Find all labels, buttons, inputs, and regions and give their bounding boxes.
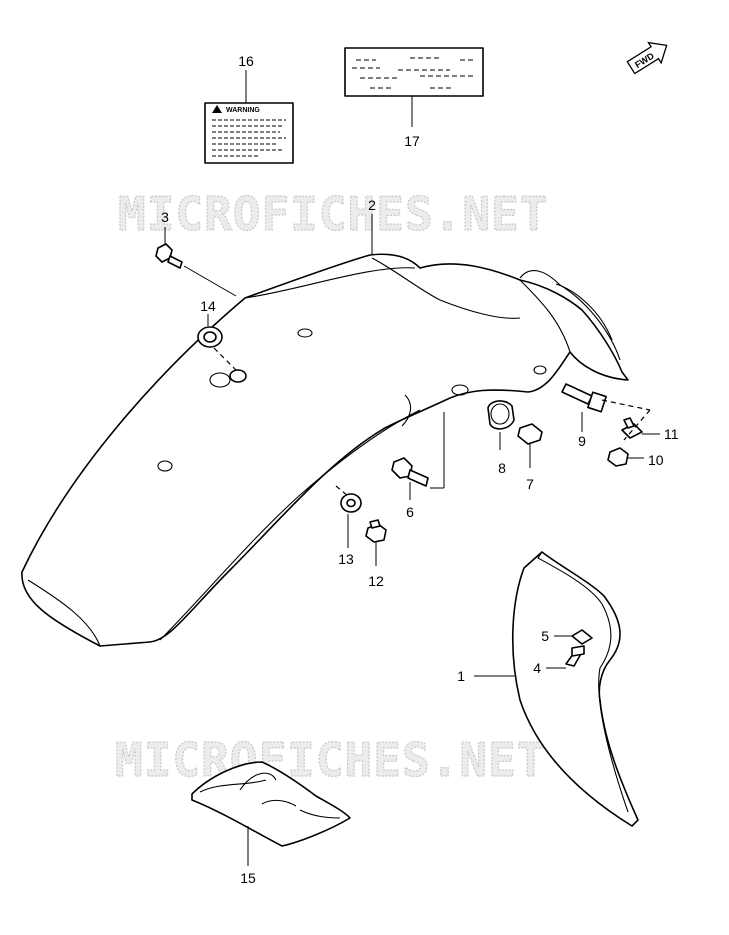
watermark-bottom: MICROFICHES.NET [115,733,545,787]
callout-16: 16 [238,53,254,69]
clip-5-part [571,629,593,645]
callout-6: 6 [406,504,414,520]
callout-14: 14 [200,298,216,314]
info-label-part [344,47,484,97]
dash-9-10 [601,399,651,411]
callout-7: 7 [526,476,534,492]
rear-fender-part [21,253,629,647]
nut-10-part [607,447,629,467]
bushing-8-part [487,400,515,430]
bag-15-part [191,761,351,847]
collar-7-part [517,423,543,445]
callout-4: 4 [533,660,541,676]
washer-13-part [340,493,362,513]
dash-14 [213,347,239,373]
warning-label-part: WARNING [204,102,294,164]
screw-3-part [155,243,183,269]
callout-10: 10 [648,452,664,468]
callout-5: 5 [541,628,549,644]
washer-14-part [197,326,247,383]
callout-17: 17 [404,133,420,149]
dash-13 [335,485,349,497]
fwd-arrow-icon: FWD [626,41,668,75]
callout-15: 15 [240,870,256,886]
bolt-6-part [391,457,429,487]
bolt-9-part [561,383,607,413]
callout-12: 12 [368,573,384,589]
callout-9: 9 [578,433,586,449]
dash-11 [623,409,651,441]
callout-3: 3 [161,209,169,225]
mudflap-1-part [511,551,639,827]
watermark-top: MICROFICHES.NET [118,187,548,241]
leader-3 [183,265,237,297]
callout-13: 13 [338,551,354,567]
callout-1: 1 [457,668,465,684]
screw-4-part [565,645,585,667]
nut-12-part [365,519,387,543]
warning-label-title: WARNING [226,107,260,114]
callout-2: 2 [368,197,376,213]
callout-11: 11 [664,426,679,442]
nut-11-part [621,417,643,439]
callout-8: 8 [498,460,506,476]
